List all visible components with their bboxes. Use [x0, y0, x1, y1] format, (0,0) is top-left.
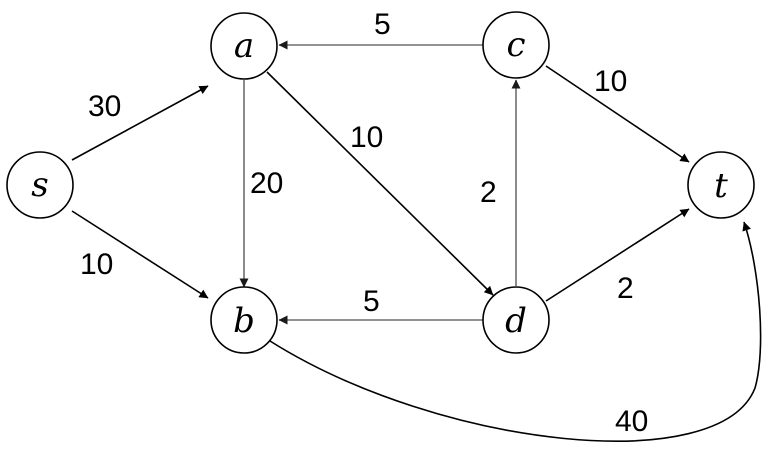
edge-c-t	[545, 65, 690, 163]
node-b: b	[210, 286, 278, 354]
node-d-label: d	[505, 301, 527, 341]
edge-labels-layer: 30 10 20 10 5 10 2 5 2 40	[80, 8, 648, 438]
node-d-circle	[482, 286, 550, 354]
edge-b-t	[269, 221, 762, 442]
node-b-label: b	[233, 301, 255, 341]
edge-s-b	[71, 210, 209, 299]
node-d: d	[482, 286, 550, 354]
edge-label-s-b: 10	[80, 248, 113, 281]
node-b-circle	[210, 286, 278, 354]
node-t: t	[687, 151, 755, 219]
edge-label-c-a: 5	[374, 8, 391, 41]
edge-label-d-t: 2	[617, 272, 634, 305]
edge-label-a-b: 20	[250, 167, 283, 200]
node-a-circle	[210, 12, 278, 80]
edge-label-c-t: 10	[594, 65, 627, 98]
edge-label-d-c: 2	[480, 176, 497, 209]
node-c-label: c	[506, 25, 525, 65]
edge-label-a-d: 10	[350, 121, 383, 154]
edge-label-s-a: 30	[88, 90, 121, 123]
node-a: a	[210, 12, 278, 80]
nodes-layer: s a b c d t	[6, 11, 755, 354]
node-t-circle	[687, 151, 755, 219]
node-s-circle	[6, 151, 74, 219]
node-c-circle	[482, 11, 550, 79]
node-a-label: a	[234, 26, 254, 66]
node-t-label: t	[714, 166, 728, 206]
node-c: c	[482, 11, 550, 79]
node-s-label: s	[31, 165, 48, 205]
edge-a-d	[266, 71, 494, 296]
edge-label-b-t: 40	[615, 405, 648, 438]
edge-label-d-b: 5	[363, 285, 380, 318]
edge-s-a	[71, 85, 209, 161]
node-s: s	[6, 151, 74, 219]
edges-layer	[71, 40, 762, 442]
edge-d-t	[545, 208, 690, 302]
